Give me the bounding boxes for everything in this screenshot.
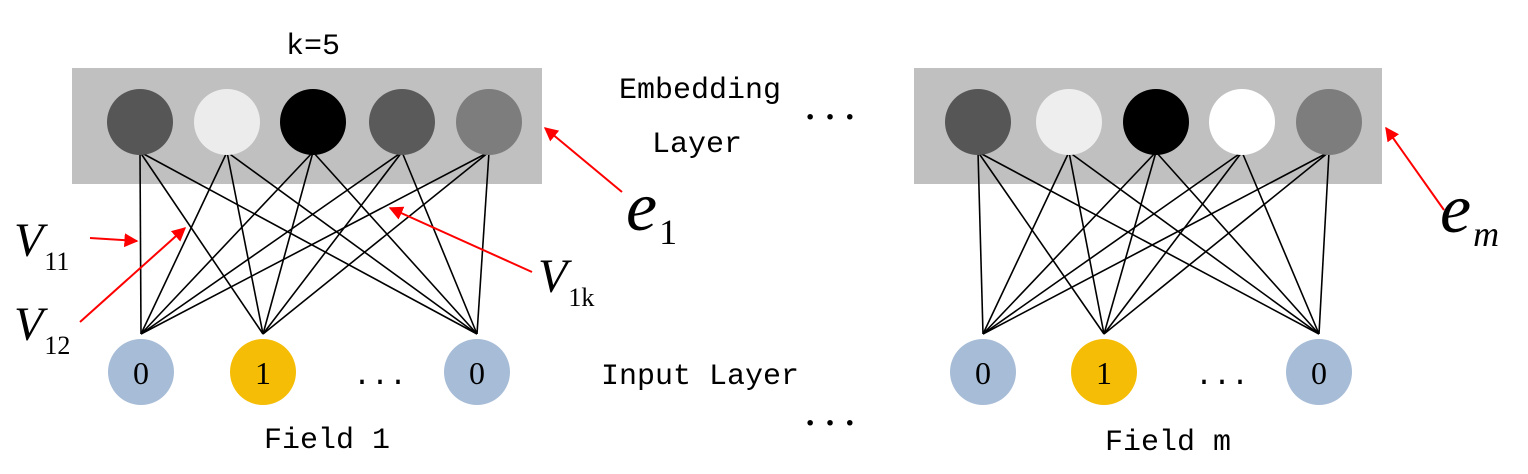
field-1-label: Field 1 <box>264 424 390 458</box>
field-m-group: 0 1 0 ... Field m <box>914 68 1382 460</box>
embedding-layer-label-line2: Layer <box>652 128 742 162</box>
connection-edge <box>140 151 490 335</box>
field-1-group: 0 1 0 ... Field 1 <box>72 68 542 458</box>
v12-arrow <box>79 227 187 323</box>
embedding-node <box>369 89 435 155</box>
input-layer-label: Input Layer <box>601 360 799 394</box>
embedding-node <box>107 89 173 155</box>
connection-edge <box>226 151 264 335</box>
connection-edge <box>262 151 490 335</box>
connection-edges-field-1 <box>139 151 490 335</box>
embedding-node <box>456 89 522 155</box>
v11-label: V11 <box>14 214 69 276</box>
connection-edge <box>226 151 478 335</box>
input-node <box>1286 339 1352 405</box>
embedding-ellipsis: · · · <box>804 99 855 136</box>
input-value: 1 <box>255 355 271 391</box>
connection-edge <box>1155 151 1320 335</box>
field-m-label: Field m <box>1105 426 1231 460</box>
connection-edge <box>262 151 403 335</box>
v12-label: V12 <box>14 298 70 360</box>
input-ellipsis: ... <box>353 360 407 394</box>
e1-label: e1 <box>626 169 677 252</box>
connection-edge <box>982 151 1157 335</box>
embedding-layer-label-line1: Embedding <box>619 74 781 108</box>
input-value: 1 <box>1096 355 1112 391</box>
connection-edge <box>139 151 478 335</box>
input-value: 0 <box>469 355 485 391</box>
input-value: 0 <box>975 355 991 391</box>
connection-edge <box>312 151 478 335</box>
connection-edge <box>139 151 142 335</box>
input-value: 0 <box>1311 355 1327 391</box>
input-node <box>444 339 510 405</box>
field-ellipsis: · · · <box>804 405 855 442</box>
connection-edge <box>140 151 314 335</box>
connection-edge <box>139 151 264 335</box>
connection-edge <box>140 151 228 335</box>
embedding-size-label: k=5 <box>286 30 340 64</box>
v1k-arrow <box>388 206 533 273</box>
input-value: 0 <box>133 355 149 391</box>
connection-edge <box>1241 151 1320 335</box>
input-ellipsis: ... <box>1195 360 1249 394</box>
input-node <box>1071 339 1137 405</box>
e1-arrow <box>543 127 623 193</box>
em-arrow <box>1385 126 1445 211</box>
connection-edge <box>982 151 1330 335</box>
connection-edge <box>977 151 1320 335</box>
input-node <box>950 339 1016 405</box>
connection-edge <box>1103 151 1330 335</box>
connection-edges-field-m <box>977 151 1330 335</box>
embedding-node <box>1296 89 1362 155</box>
connection-edge <box>1103 151 1243 335</box>
connection-edge <box>1068 151 1105 335</box>
connection-edge <box>1068 151 1320 335</box>
connection-edge <box>476 151 490 335</box>
embedding-node <box>1209 89 1275 155</box>
em-label: em <box>1440 171 1499 254</box>
v1k-label: V1k <box>538 250 594 312</box>
connection-edge <box>401 151 478 335</box>
embedding-node <box>194 89 260 155</box>
connection-edge <box>140 151 403 335</box>
embedding-node <box>1123 89 1189 155</box>
input-node <box>230 339 296 405</box>
v11-arrow <box>89 233 139 248</box>
connection-edge <box>982 151 1243 335</box>
embedding-node <box>945 89 1011 155</box>
connection-edge <box>1103 151 1157 335</box>
connection-edge <box>1318 151 1330 335</box>
input-node <box>108 339 174 405</box>
connection-edge <box>977 151 984 335</box>
connection-edge <box>262 151 314 335</box>
connection-edge <box>982 151 1070 335</box>
embedding-node <box>1036 89 1102 155</box>
embedding-node <box>280 89 346 155</box>
connection-edge <box>977 151 1105 335</box>
